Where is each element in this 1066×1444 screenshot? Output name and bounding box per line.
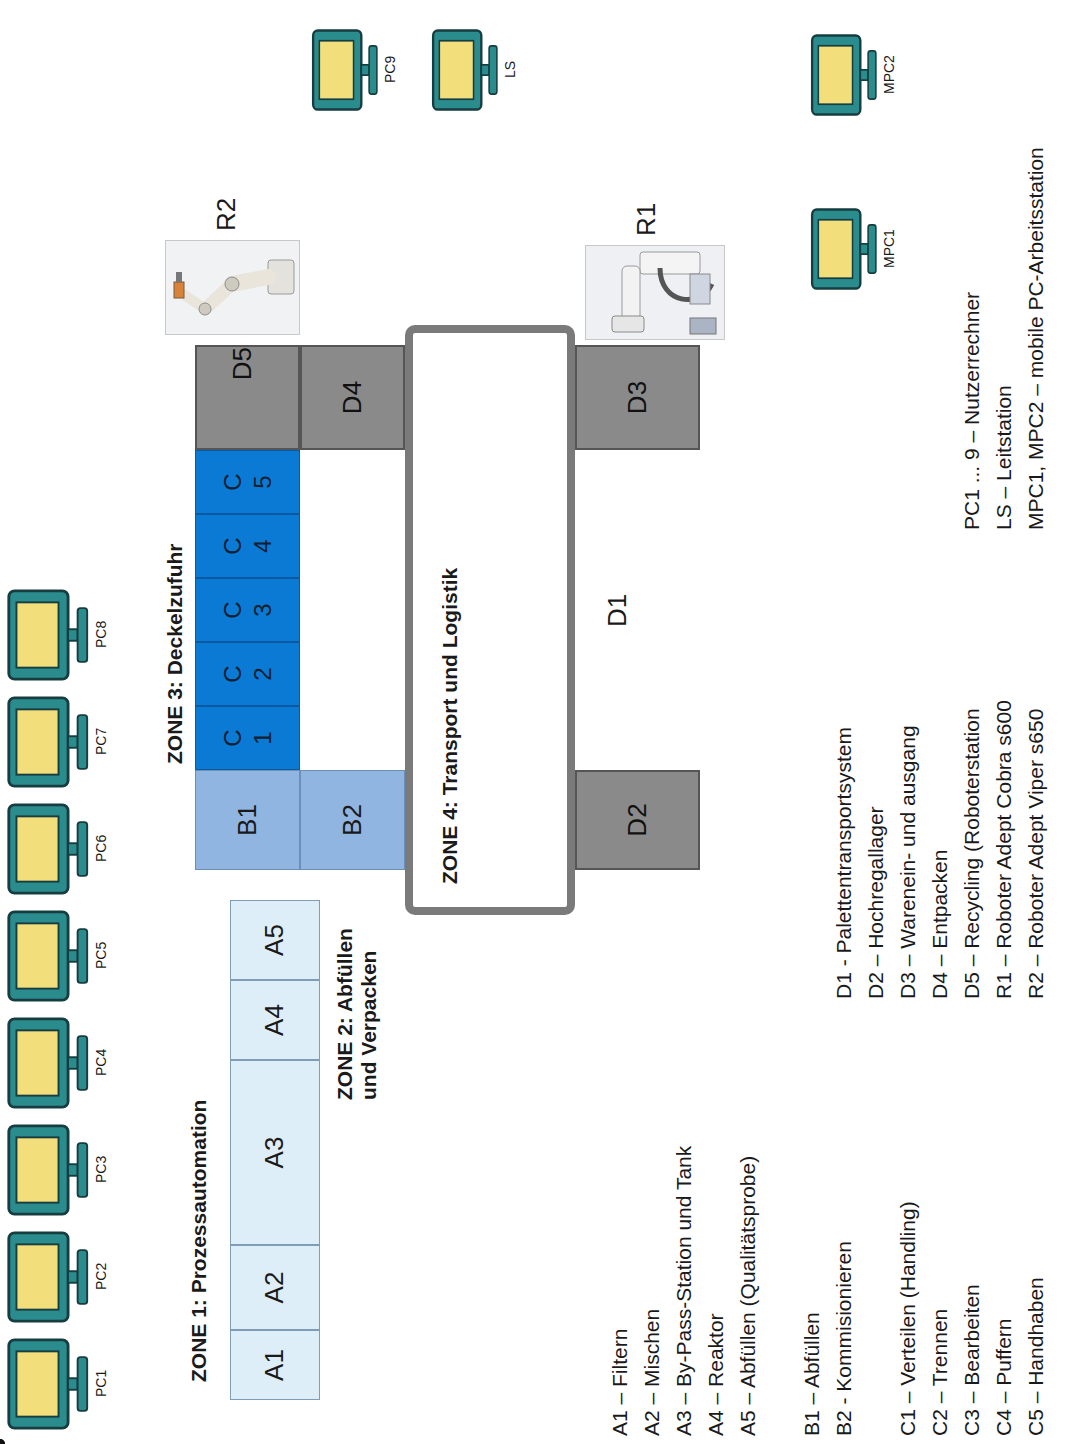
legend-line: D3 – Warenein- und ausgang xyxy=(896,725,920,999)
station-label: C 5 xyxy=(218,473,278,490)
logistics-station: D2 xyxy=(575,770,700,870)
legend-line: C1 – Verteilen (Handling) xyxy=(896,1201,920,1436)
legend-line: A1 – Filtern xyxy=(608,1329,632,1436)
legend-line: C3 – Bearbeiten xyxy=(960,1284,984,1436)
workstation-label: PC3 xyxy=(93,1152,110,1187)
monitor-icon xyxy=(9,1233,87,1321)
legend-line: PC1 ... 9 – Nutzerrechner xyxy=(960,292,984,530)
monitor-icon xyxy=(812,209,876,288)
leader-line xyxy=(0,1439,5,1444)
robot-picture: R1 xyxy=(585,245,725,340)
monitor-icon xyxy=(9,698,87,786)
legend-line: C2 – Trennen xyxy=(928,1309,952,1436)
workstation-label: PC9 xyxy=(382,52,399,87)
logistics-station: D5 xyxy=(195,345,300,450)
monitor-icon xyxy=(9,1340,87,1428)
station-label: C 2 xyxy=(218,665,278,682)
robot-cobra-picture xyxy=(586,246,724,339)
lid-station: C 2 xyxy=(195,642,300,706)
workstation-label: PC7 xyxy=(93,724,110,759)
lid-station: C 4 xyxy=(195,514,300,578)
workstation-label: PC2 xyxy=(93,1259,110,1294)
monitor-icon xyxy=(9,805,87,893)
station-label: A1 xyxy=(259,1349,290,1381)
workstation-label: MPC1 xyxy=(881,225,898,272)
fill-station: B1 xyxy=(195,770,300,870)
lid-station: C 1 xyxy=(195,706,300,770)
station-label: C 3 xyxy=(218,601,278,618)
monitor-icon xyxy=(812,35,876,114)
lid-station: C 5 xyxy=(195,450,300,514)
station-label: C 1 xyxy=(218,729,278,746)
logistics-station: D3 xyxy=(575,345,700,450)
station-label: R1 xyxy=(631,203,662,236)
zone-title: ZONE 4: Transport und Logistik xyxy=(438,568,462,884)
zone-title: ZONE 3: Deckelzufuhr xyxy=(163,543,187,764)
zone-title: ZONE 2: Abfüllen und Verpacken xyxy=(333,900,381,1100)
legend-line: D1 - Palettentransportsystem xyxy=(832,727,856,999)
process-station: A2 xyxy=(230,1245,320,1330)
process-station: A3 xyxy=(230,1060,320,1245)
fill-station: B2 xyxy=(300,770,405,870)
process-station: A4 xyxy=(230,980,320,1060)
legend-line: B2 - Kommisionieren xyxy=(832,1241,856,1436)
robot-picture: R2 xyxy=(165,240,300,335)
station-label: D2 xyxy=(622,803,653,836)
workstation-label: MPC2 xyxy=(881,51,898,98)
station-label: R2 xyxy=(211,198,242,231)
workstation-label: PC5 xyxy=(93,938,110,973)
station-label: D1 xyxy=(602,594,633,627)
monitor-icon xyxy=(313,30,377,109)
process-station: A1 xyxy=(230,1330,320,1400)
station-label: D3 xyxy=(622,381,653,414)
legend-line: MPC1, MPC2 – mobile PC-Arbeitsstation xyxy=(1024,147,1048,530)
legend-line: D5 – Recycling (Roboterstation xyxy=(960,708,984,999)
leader-line xyxy=(0,1439,5,1444)
transport-loop: D1 xyxy=(405,325,575,915)
legend-line: C4 – Puffern xyxy=(992,1318,1016,1436)
monitor-icon xyxy=(9,912,87,1000)
zone-title: ZONE 1: Prozessautomation xyxy=(187,1100,211,1382)
workstation-label: PC8 xyxy=(93,617,110,652)
workstation-label: LS xyxy=(502,57,519,82)
monitor-icon xyxy=(433,30,497,109)
workstation-label: PC4 xyxy=(93,1045,110,1080)
legend-line: R1 – Roboter Adept Cobra s600 xyxy=(992,700,1016,999)
workstation-label: PC6 xyxy=(93,831,110,866)
legend-line: A2 – Mischen xyxy=(640,1309,664,1436)
anchor-dot xyxy=(0,1439,5,1444)
anchor-dot xyxy=(0,1439,5,1444)
station-label: C 4 xyxy=(218,537,278,554)
workstation-label: PC1 xyxy=(93,1366,110,1401)
monitor-icon xyxy=(9,591,87,679)
station-label: A5 xyxy=(259,924,290,956)
station-label: D5 xyxy=(227,347,258,380)
legend-line: R2 – Roboter Adept Viper s650 xyxy=(1024,709,1048,999)
station-label: D4 xyxy=(337,381,368,414)
station-label: A4 xyxy=(259,1004,290,1036)
station-label: B1 xyxy=(232,804,263,836)
monitor-icon xyxy=(9,1019,87,1107)
legend-line: D4 – Entpacken xyxy=(928,850,952,999)
monitor-icon xyxy=(9,1126,87,1214)
lid-station: C 3 xyxy=(195,578,300,642)
station-label: A3 xyxy=(259,1137,290,1169)
station-label: B2 xyxy=(337,804,368,836)
legend-line: A5 – Abfüllen (Qualitätsprobe) xyxy=(736,1156,760,1436)
legend-line: A4 – Reaktor xyxy=(704,1313,728,1436)
legend-line: C5 – Handhaben xyxy=(1024,1277,1048,1436)
station-label: A2 xyxy=(259,1272,290,1304)
process-station: A5 xyxy=(230,900,320,980)
robot-viper-picture xyxy=(166,241,299,334)
legend-line: D2 – Hochregallager xyxy=(864,806,888,999)
logistics-station: D4 xyxy=(300,345,405,450)
legend-line: LS – Leitstation xyxy=(992,385,1016,530)
legend-line: B1 – Abfüllen xyxy=(800,1312,824,1436)
legend-line: A3 – By-Pass-Station und Tank xyxy=(672,1146,696,1436)
